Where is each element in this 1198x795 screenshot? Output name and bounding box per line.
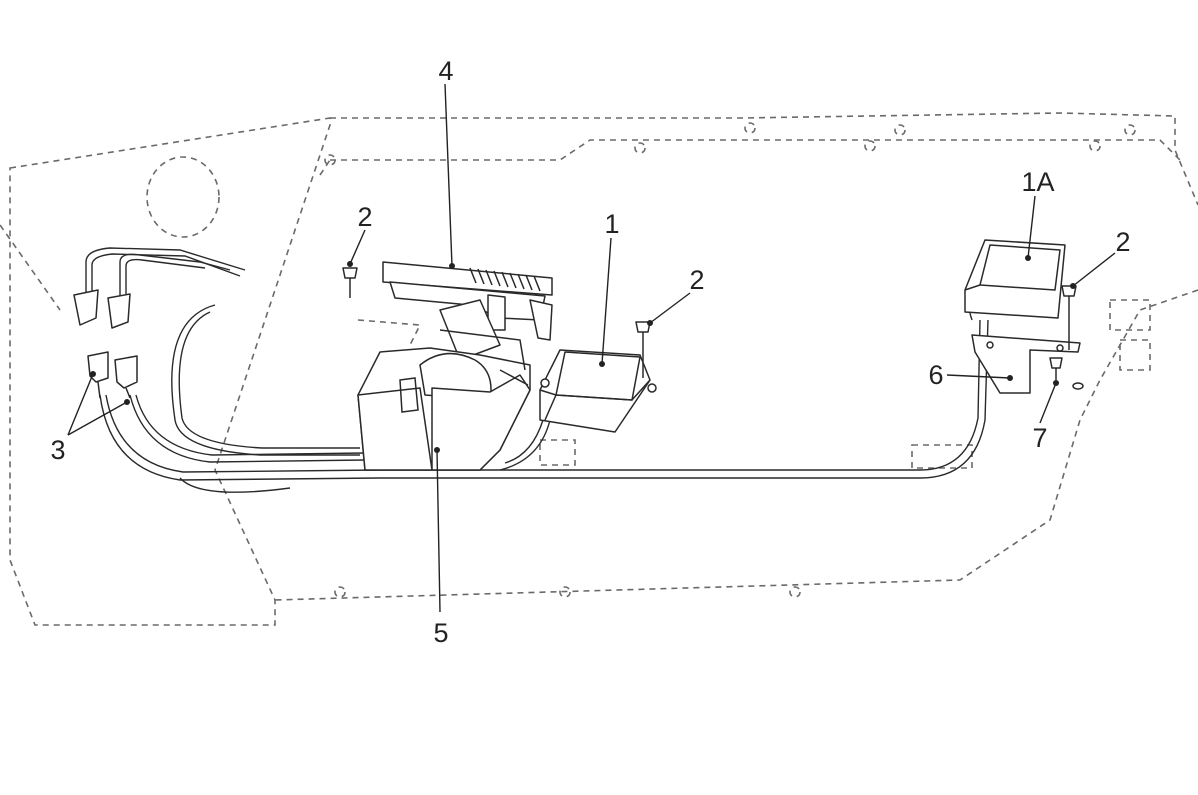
callout-labels: 4 2 1 2 1A 2 6 7 3 5	[50, 56, 1130, 648]
callout-2-left: 2	[357, 202, 372, 232]
control-module-1A	[964, 239, 1066, 319]
connectors	[73, 289, 138, 399]
leader-lines	[67, 83, 1116, 613]
mounting-bracket-6	[971, 334, 1081, 394]
callout-5: 5	[433, 618, 448, 648]
callout-6: 6	[928, 360, 943, 390]
callout-1A: 1A	[1021, 167, 1054, 197]
fasteners	[342, 267, 1084, 390]
callout-1: 1	[604, 209, 619, 239]
wire-harness	[85, 247, 989, 493]
callout-2-middle: 2	[689, 265, 704, 295]
callout-7: 7	[1032, 423, 1047, 453]
control-module-1	[539, 349, 657, 433]
lower-housing	[357, 329, 531, 471]
upper-bracket-assembly	[382, 261, 553, 361]
callout-4: 4	[438, 56, 453, 86]
dashed-panel-outline	[0, 112, 1198, 626]
callout-2-right: 2	[1115, 227, 1130, 257]
callout-3: 3	[50, 435, 65, 465]
